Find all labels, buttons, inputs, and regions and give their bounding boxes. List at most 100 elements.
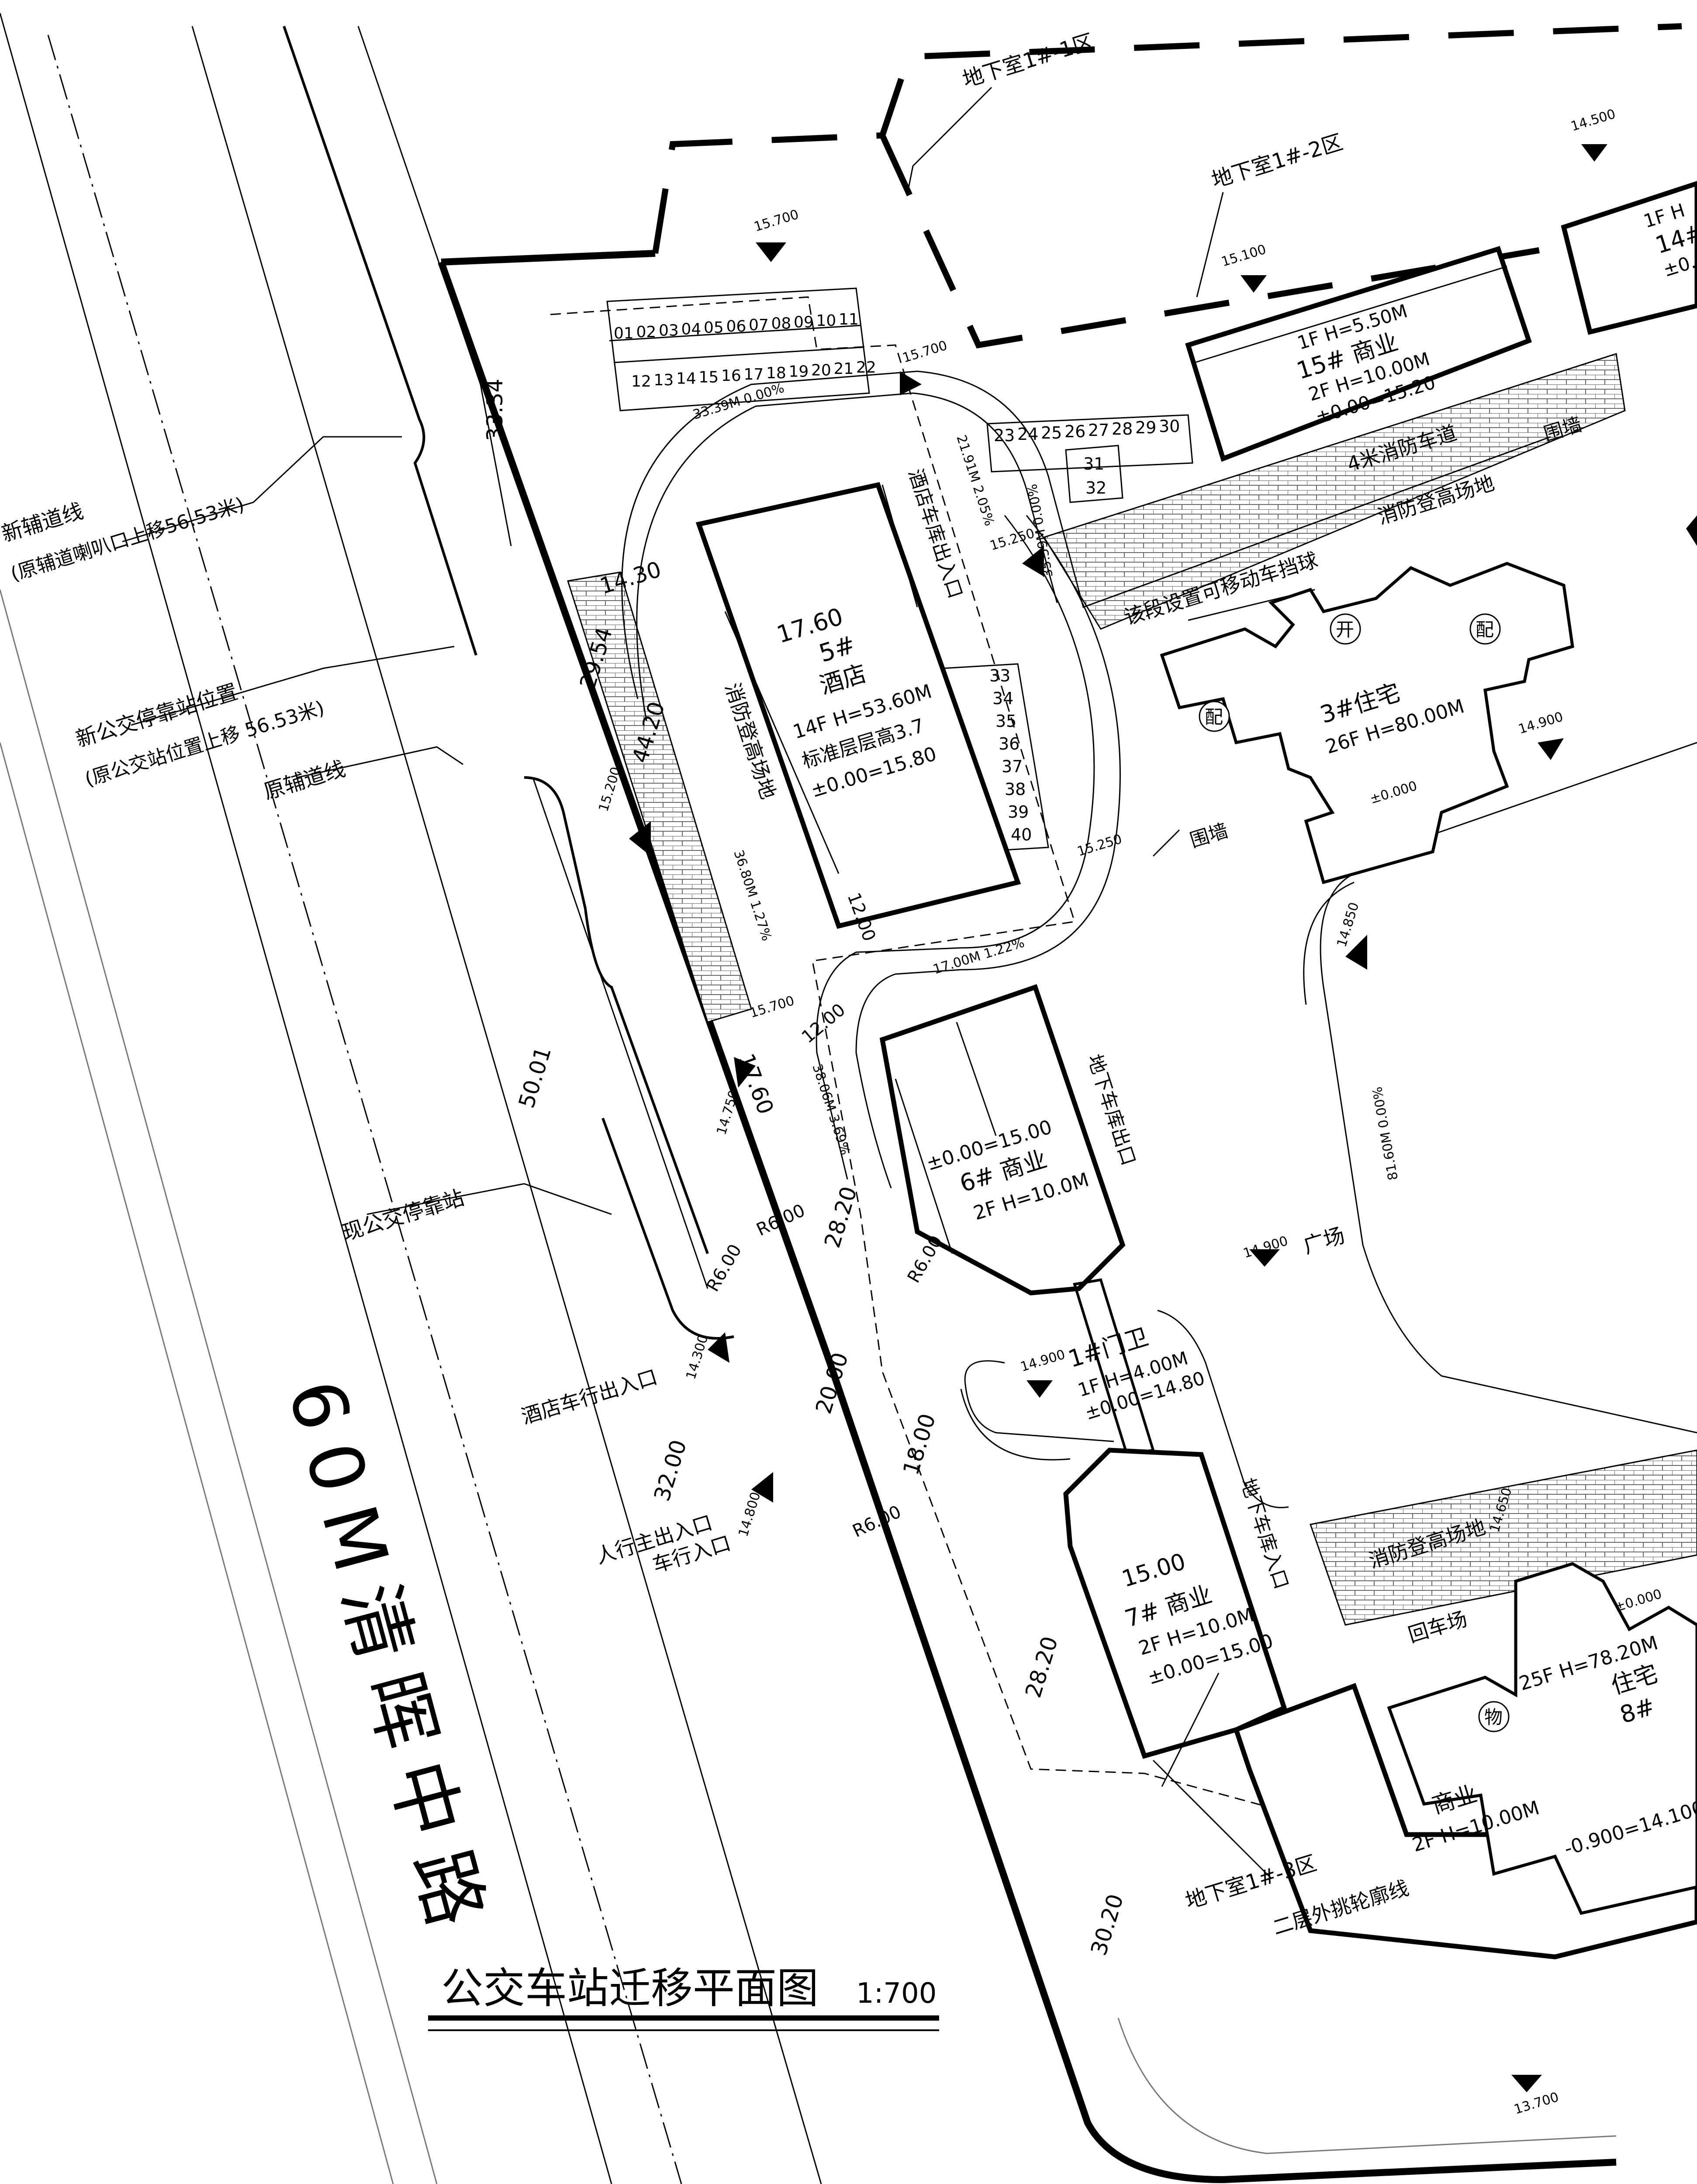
parking-stall-29: 29 [1135,418,1156,437]
building-8-residential [1387,1562,1697,1915]
elev-10: 14.900 [1517,709,1565,737]
dim-12: R6.00 [703,1241,746,1295]
elev-13: 14.300 [683,1333,711,1382]
building-14 [1561,181,1697,335]
building-5-hotel [695,482,1021,929]
dim-6: 32.00 [649,1437,691,1504]
elev-1: 15.700 [752,207,801,235]
label-plaza: 广场 [1300,1223,1348,1259]
hotel-inner-line [724,611,840,874]
parking-stall-05: 05 [704,319,724,337]
elev-4: 14.500 [1569,106,1618,134]
elev-17: 13.700 [1512,2089,1561,2117]
parking-stall-09: 09 [794,313,814,331]
building-15-commercial [1185,246,1532,462]
dim-14: R6.00 [904,1232,947,1286]
dim-11: 30.20 [1086,1891,1128,1959]
site-boundary [438,23,1682,2184]
label-turnaround: 回车场 [1405,1607,1470,1647]
dim-9: 28.20 [819,1184,862,1251]
flow-arrows [629,144,1697,2092]
parking-block [606,287,1193,853]
road-lines [0,13,822,2184]
leader-lines [122,86,1315,1879]
slope-6: 38.06M 3.69% [809,1062,853,1157]
parking-stall-26: 26 [1065,422,1085,441]
parking-stall-35: 35 [995,712,1016,731]
paved-areas [567,353,1697,1626]
b3-dist1-circle [1199,701,1230,732]
elev-8: 15.700 [748,993,796,1021]
parking-stall-01: 01 [614,325,634,342]
parking-stall-30: 30 [1159,417,1180,436]
parking-stall-37: 37 [1002,757,1023,776]
dim-8: 18.00 [898,1411,940,1478]
slope-5: 17.00M 1.22% [931,935,1026,978]
parking-stall-12: 12 [631,373,651,390]
b6-inner [895,1022,997,1254]
parking-stall-34: 34 [992,689,1013,708]
b3-open: 开 [1336,619,1354,640]
dim-1: 33.34 [482,379,508,441]
label-basement-2: 地下室1#-2区 [1209,130,1345,193]
callout-current-bus-stop: 现公交停靠站 [339,1185,467,1246]
parking-stall-21: 21 [834,360,854,378]
parking-stall-08: 08 [771,315,791,333]
slope-7: 81.60M 0.00% [1370,1085,1401,1181]
parking-stall-07: 07 [749,316,769,334]
aux-road-lines [283,26,734,1340]
drawing-scale: 1:700 [856,1977,937,2010]
parking-stall-31: 31 [1083,454,1104,473]
elev-9: 15.250 [1075,831,1124,859]
parking-stall-18: 18 [766,364,786,382]
b15-divider [1194,266,1507,363]
parking-stall-11: 11 [839,311,859,328]
label-fence-2: 围墙 [1187,819,1230,852]
label-hotel-vehicle-entry: 酒店车行出入口 [518,1365,660,1429]
parking-stall-27: 27 [1088,421,1109,440]
parking-stall-04: 04 [681,320,702,338]
drawing-title: 公交车站迁移平面图 [441,1964,819,2013]
slope-4: 36.80M 1.27% [730,848,774,943]
b8-prop-circle [1478,1701,1510,1732]
b3-open-circle [1330,613,1361,645]
parking-stall-17: 17 [744,366,764,384]
elev-19: ±0.000 [1613,1586,1663,1615]
parking-stall-22: 22 [856,359,876,377]
parking-stall-20: 20 [811,361,831,379]
callout-new-aux-road: 新辅道线 [0,499,86,547]
b3-dist2: 配 [1476,619,1494,640]
parking-stall-19: 19 [789,363,809,381]
elev-14: 14.900 [1019,1347,1067,1375]
parking-stall-13: 13 [654,371,674,389]
label-basement-1: 地下室1#-1区 [960,29,1096,92]
parking-stall-06: 06 [726,318,747,335]
elev-12: 14.850 [1334,901,1362,949]
slope-1: 33.39M 0.00% [691,380,786,423]
elev-7: 14.750 [714,1089,742,1137]
label-garage-entry: 地下车库入口 [1236,1476,1293,1592]
parking-stall-24: 24 [1017,425,1038,444]
b3-dist1: 配 [1205,706,1223,728]
parking-stall-02: 02 [636,323,657,341]
dim-17: 12.00 [798,1000,849,1047]
parking-stall-23: 23 [994,426,1015,445]
parking-stall-40: 40 [1011,825,1032,844]
parking-stall-10: 10 [816,312,836,330]
parking-stall-25: 25 [1041,423,1062,442]
parking-stall-32: 32 [1085,478,1106,498]
callout-old-aux-road: 原辅道线 [261,757,348,805]
parking-stall-28: 28 [1112,419,1133,439]
parking-stall-03: 03 [659,322,679,340]
elev-15: 14.800 [736,1490,764,1539]
parking-stall-33: 33 [989,666,1010,685]
parking-stall-38: 38 [1005,780,1026,799]
parking-stall-36: 36 [999,734,1020,753]
elev-6: 15.200 [596,765,624,814]
dim-13: R6.00 [753,1200,808,1240]
parking-stall-16: 16 [721,367,741,385]
dim-3: 14.30 [597,556,664,599]
hotel-inner-line-2 [881,484,918,608]
